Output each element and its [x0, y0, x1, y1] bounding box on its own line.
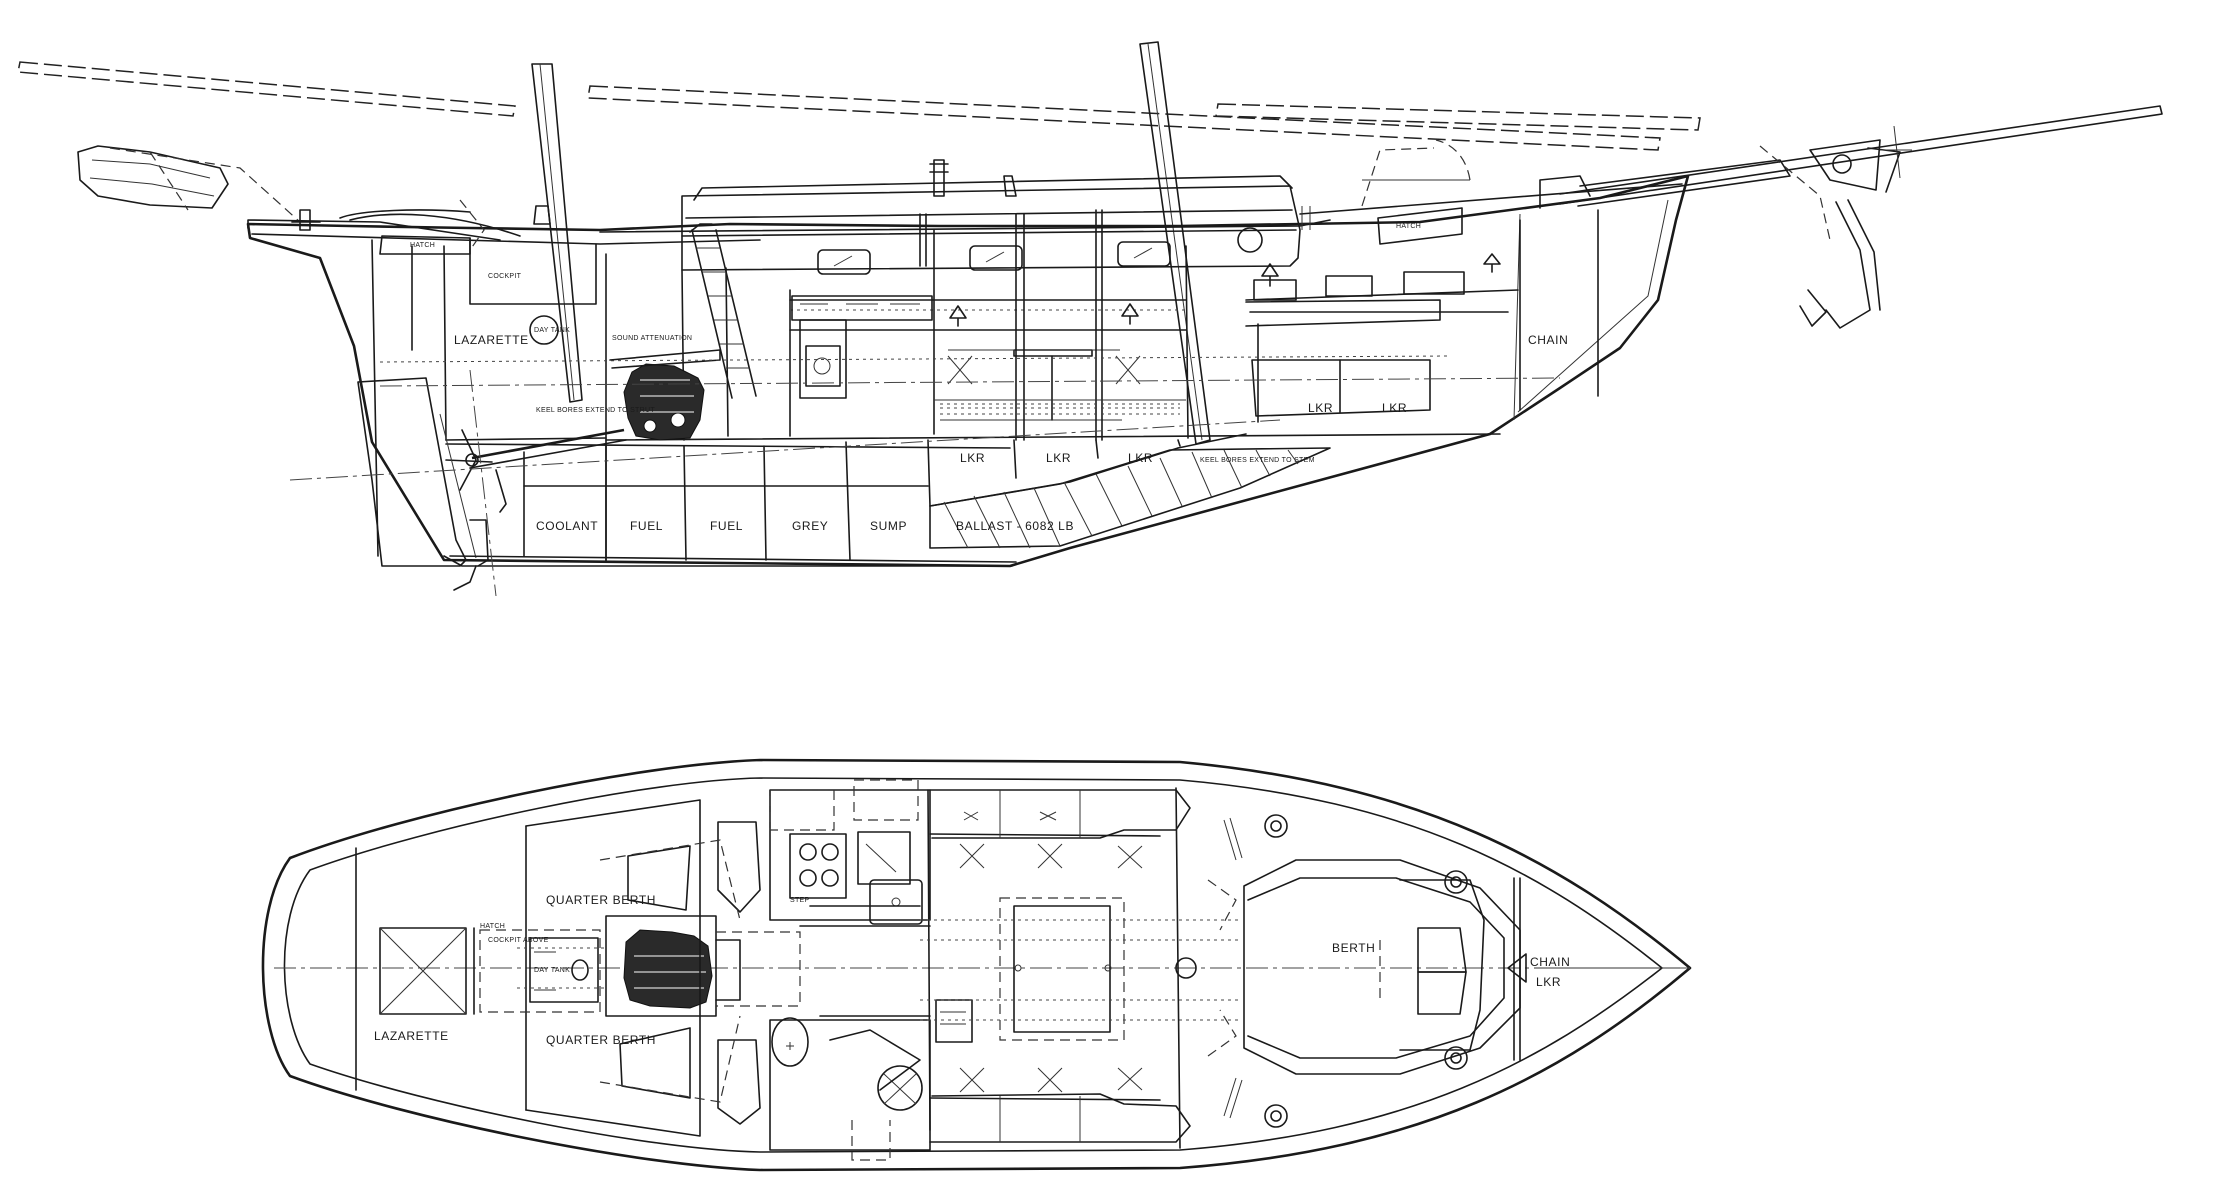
- deck-fittings: [291, 199, 551, 251]
- engine-icon: [445, 349, 721, 513]
- label-cockpit: COCKPIT: [488, 273, 522, 280]
- plan-view: QUARTER BERTH QUARTER BERTH LAZARETTE HA…: [261, 758, 1692, 1172]
- dinghy-icon: [77, 145, 301, 223]
- fwd-hatch: [1361, 139, 1471, 245]
- label-lkr-1: LKR: [960, 451, 985, 465]
- label-chain-profile: CHAIN: [1528, 333, 1568, 347]
- rudder: [357, 377, 489, 591]
- label-lkr-upper-1: LKR: [1308, 401, 1333, 415]
- ballast: [929, 447, 1331, 549]
- cabin-house: [681, 159, 1301, 275]
- bow-pulpit: [1301, 175, 1591, 230]
- hull-profile: [246, 174, 1690, 568]
- label-lkr-plan: LKR: [1536, 975, 1561, 989]
- label-cockpit-above: COCKPIT ABOVE: [488, 937, 549, 944]
- bowsprit: [1559, 105, 2163, 329]
- label-coolant: COOLANT: [536, 519, 598, 533]
- label-lkr-upper-2: LKR: [1382, 401, 1407, 415]
- interior-structure: [371, 209, 1599, 561]
- label-sump: SUMP: [870, 519, 907, 533]
- hull-plan: [261, 758, 1692, 1172]
- main-mast: [1139, 41, 1211, 445]
- plan-labels: QUARTER BERTH QUARTER BERTH LAZARETTE HA…: [374, 893, 1570, 1047]
- label-hatch-aft: HATCH: [410, 242, 435, 249]
- label-fuel-2: FUEL: [710, 519, 743, 533]
- label-quarter-berth-stbd: QUARTER BERTH: [546, 1033, 656, 1047]
- plan-fittings: [1207, 814, 1468, 1128]
- label-ballast: BALLAST - 6082 LB: [956, 519, 1074, 533]
- plan-aft-structure: [355, 825, 601, 1111]
- profile-labels: HATCH COCKPIT LAZARETTE DAY TANK SOUND A…: [410, 223, 1568, 533]
- label-hatch-plan: HATCH: [480, 923, 505, 930]
- label-lkr-2: LKR: [1046, 451, 1071, 465]
- spars: [17, 61, 1701, 151]
- label-chain-plan: CHAIN: [1530, 955, 1570, 969]
- saloon: [920, 789, 1240, 1143]
- label-lazarette-plan: LAZARETTE: [374, 1029, 449, 1043]
- label-keel-bores-fwd: KEEL BORES EXTEND TO STEM: [1200, 457, 1315, 464]
- label-berth: BERTH: [1332, 941, 1375, 955]
- label-day-tank-plan: DAY TANK: [534, 967, 570, 974]
- label-lkr-3: LKR: [1128, 451, 1153, 465]
- label-hatch-fwd: HATCH: [1396, 223, 1421, 230]
- label-step: STEP: [790, 897, 810, 904]
- label-day-tank-profile: DAY TANK: [534, 327, 570, 334]
- label-grey: GREY: [792, 519, 828, 533]
- mizzen-mast: [531, 63, 583, 403]
- label-quarter-berth-port: QUARTER BERTH: [546, 893, 656, 907]
- label-fuel-1: FUEL: [630, 519, 663, 533]
- engine-plan-icon: [516, 915, 801, 1017]
- label-keel-bores-aft: KEEL BORES EXTEND TO STRUT: [536, 407, 655, 414]
- waterline: [289, 355, 1561, 597]
- label-lazarette-profile: LAZARETTE: [454, 333, 529, 347]
- profile-view: HATCH COCKPIT LAZARETTE DAY TANK SOUND A…: [17, 41, 2163, 597]
- forward-cabin: [1175, 787, 1680, 1149]
- keel-aft: [443, 555, 1017, 567]
- label-sound-attenuation: SOUND ATTENUATION: [612, 335, 692, 342]
- quarter-berths: [525, 799, 761, 1137]
